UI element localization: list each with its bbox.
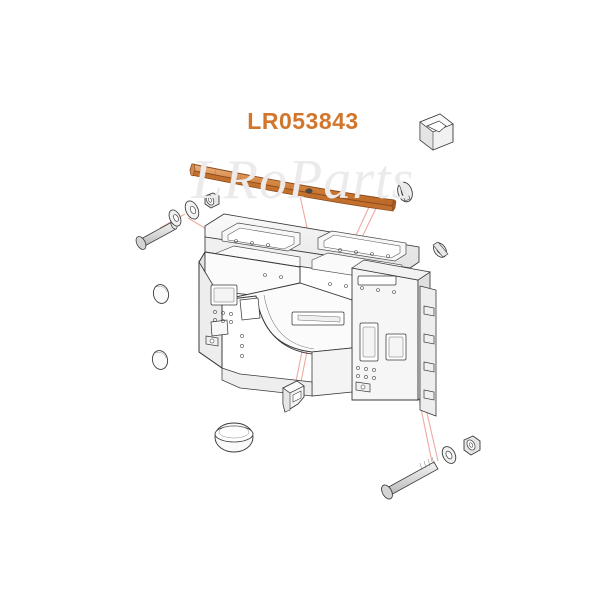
support-bracket-small — [282, 380, 305, 413]
panel-apertures — [210, 275, 407, 362]
aperture-right-lower-inner — [388, 336, 404, 358]
blanking-plug-dome — [214, 422, 254, 453]
aperture-right-top-slot — [357, 275, 397, 286]
highlighted-seal-strip — [189, 163, 397, 212]
grommet-square-upper-right — [419, 113, 454, 151]
washer-lower-right — [441, 446, 457, 464]
aperture-left-angled — [239, 297, 261, 321]
aperture-center-vent-inner — [297, 314, 341, 323]
part-number-label: LR053843 — [247, 108, 359, 134]
hex-bolt-lower-right-assembly — [381, 435, 481, 500]
bush-sleeve-right-upper — [397, 181, 413, 203]
hex-bolt-lower-right — [384, 461, 439, 497]
hex-bolt-left-assembly — [135, 192, 220, 250]
aperture-left-angled-2 — [210, 319, 229, 337]
washer-left-outer — [184, 200, 200, 220]
aperture-right-upper-inner — [362, 326, 376, 358]
washer-left-inner — [168, 209, 182, 227]
seal-clip-stud — [305, 188, 313, 194]
grommet-oval-left-upper — [152, 284, 170, 304]
panel-mounting-lugs — [205, 305, 435, 401]
bush-sleeve-right-mid — [432, 241, 449, 258]
panel-fastener-holes — [213, 239, 396, 380]
grommet-oval-left-lower — [151, 350, 169, 370]
nut-lower-right — [463, 435, 481, 456]
nut-left — [204, 192, 220, 209]
aperture-upper-left-inner — [213, 287, 235, 303]
